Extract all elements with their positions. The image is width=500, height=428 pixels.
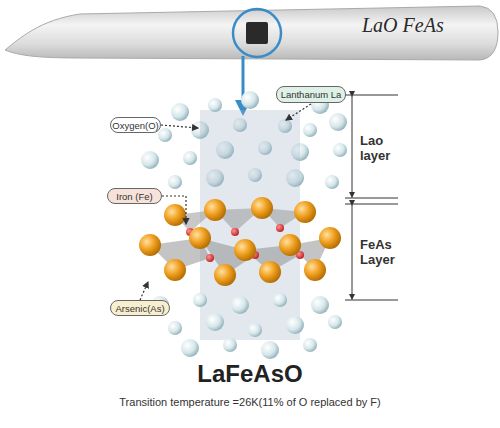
unit-cell [200,110,300,340]
svg-part [294,201,316,223]
title: LaFeAsO [100,360,400,388]
svg-part [206,313,224,331]
svg-part [328,315,342,329]
tag-text: Oxygen(O) [112,120,158,131]
svg-part [352,96,353,197]
feas-layer-atoms [139,197,341,286]
svg-part [303,338,317,352]
svg-part [352,205,353,299]
svg-part [261,341,279,359]
svg-part [234,239,256,261]
svg-part [208,98,222,112]
svg-part [139,234,161,256]
svg-part [241,91,259,109]
element-tag: Oxygen(O) [110,117,161,133]
svg-part [204,199,226,221]
lower-lao-atoms [151,293,342,359]
svg-part [171,103,189,121]
svg-part [140,282,148,300]
svg-part [345,95,398,96]
svg-part [251,197,273,219]
layer-label: FeAs Layer [360,238,406,268]
svg-part [189,227,211,249]
element-tag: Arsenic(As) [110,300,170,316]
svg-part [319,227,341,249]
svg-part [162,196,186,224]
svg-part [345,204,398,205]
tag-text: Iron (Fe) [116,191,152,202]
svg-part [164,204,186,226]
svg-part [345,198,398,199]
svg-part [214,264,236,286]
svg-part [248,323,262,337]
svg-part [223,338,237,352]
tag-text: Lanthanum La [281,89,342,100]
svg-part [303,123,317,137]
glass-ampoule [5,6,498,116]
svg-part [141,151,159,169]
svg-part [325,175,339,189]
svg-part [168,321,182,335]
leader-lines [140,104,311,300]
svg-part [304,259,326,281]
svg-part [259,261,281,283]
layer-label: Lao layer [360,134,402,164]
svg-part [286,104,311,120]
svg-part [345,300,398,301]
svg-part [311,296,329,314]
sample [246,22,268,44]
svg-part [329,113,347,131]
tube [5,6,498,60]
svg-part [193,293,207,307]
layer-brackets [345,95,398,300]
svg-part [164,259,186,281]
svg-part [286,316,304,334]
svg-part [183,151,197,165]
svg-part [181,339,199,357]
element-tag: Lanthanum La [276,86,346,103]
zoom-circle [233,9,281,57]
svg-part [206,254,214,262]
svg-part [161,125,198,128]
svg-part [333,143,347,157]
tag-text: Arsenic(As) [115,303,164,314]
caption: Transition temperature =26K(11% of O rep… [40,396,460,408]
svg-part [231,228,239,236]
svg-part [168,175,182,189]
ampoule-label: LaO FeAs [362,14,498,37]
svg-part [273,293,287,307]
svg-part [158,128,172,142]
svg-part [279,234,301,256]
svg-part [276,224,284,232]
svg-part [231,296,249,314]
element-tag: Iron (Fe) [107,188,162,204]
